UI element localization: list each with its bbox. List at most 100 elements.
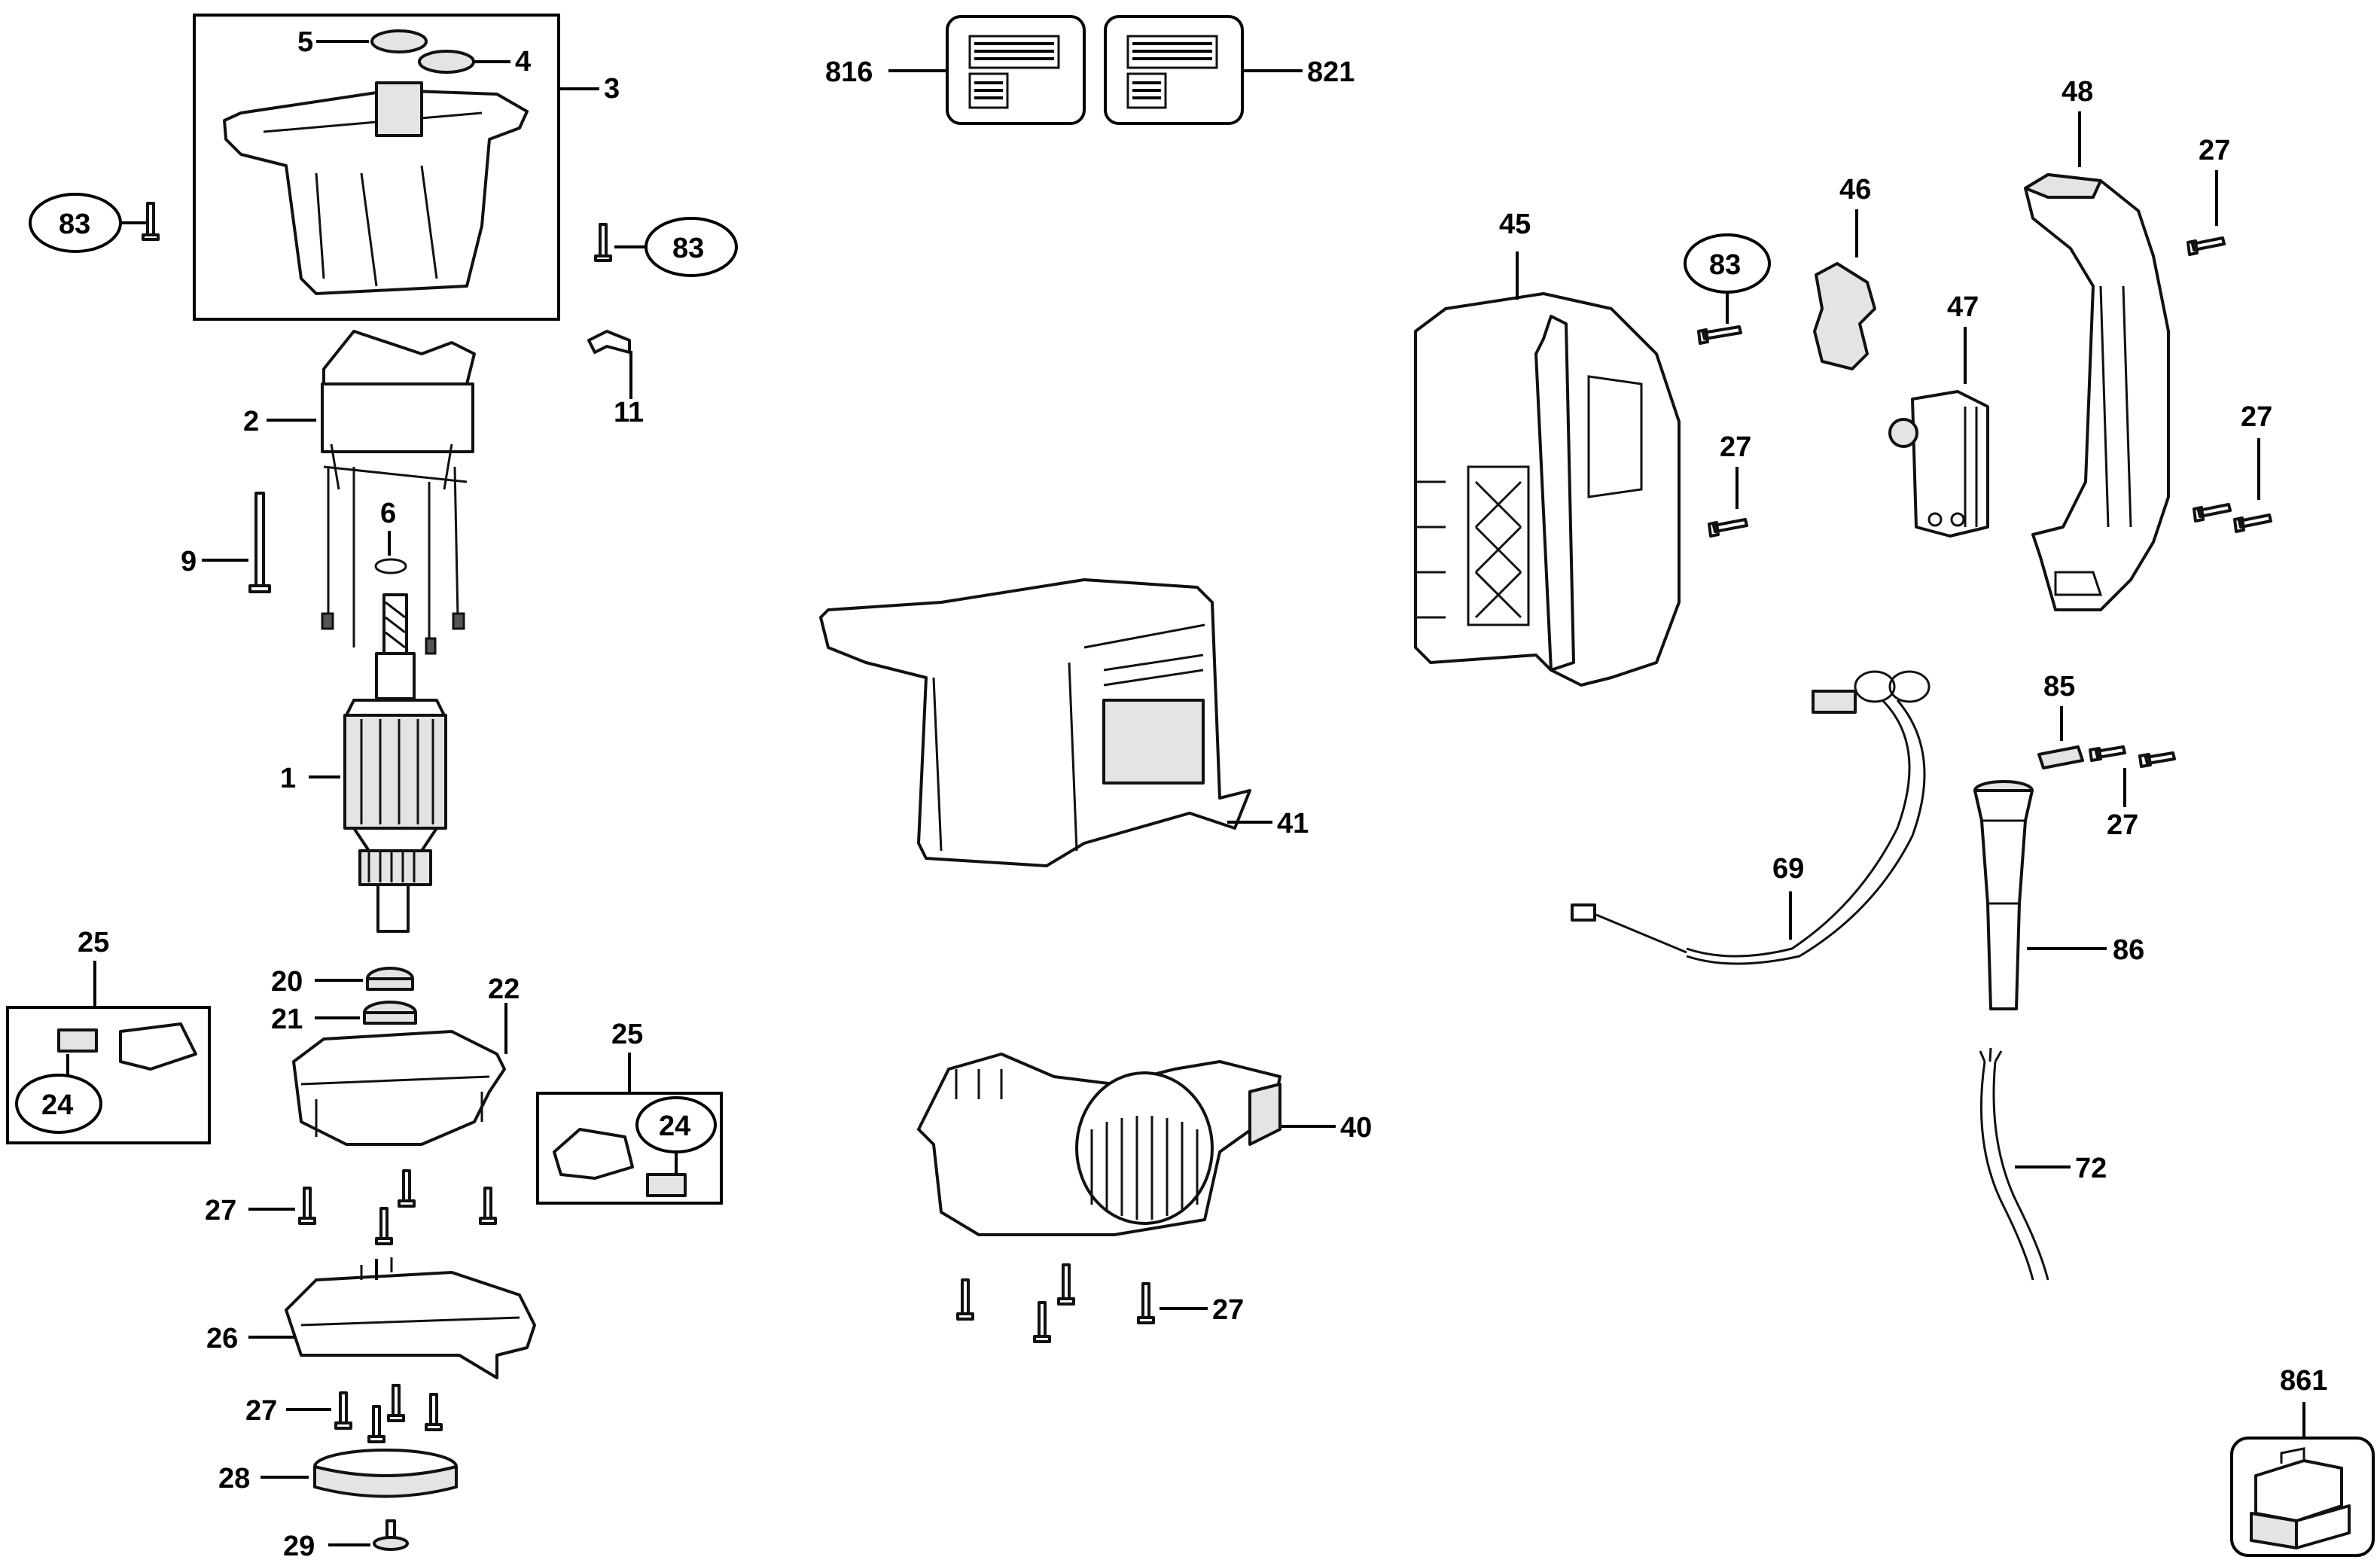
- part-1-shaft-lower: [376, 883, 410, 933]
- screw-27-r1-b: [375, 1207, 393, 1245]
- label-plate-icon-816: [946, 15, 1086, 125]
- part-6-washer-group: 6: [374, 498, 407, 574]
- part-83-screws-upper: 83 83: [29, 193, 738, 277]
- callout-25-center: 25: [611, 1019, 643, 1050]
- part-1-fan-bottom: [352, 827, 438, 852]
- part-47-group: 47: [1888, 291, 1989, 538]
- callout-85: 85: [2043, 671, 2075, 702]
- screw-27-40-d: [1137, 1282, 1155, 1324]
- part-85-clamp: [2037, 745, 2084, 769]
- callout-1: 1: [280, 763, 296, 794]
- part-24-brush-left: [57, 1028, 98, 1053]
- callout-26: 26: [206, 1323, 238, 1354]
- part-26-group: 26: [206, 1257, 536, 1379]
- screw-27-r2-b: [367, 1405, 385, 1443]
- part-27-screws-row-1: 27: [205, 1169, 497, 1245]
- callout-27-d: 27: [2199, 135, 2230, 166]
- screw-27-40-b: [1033, 1301, 1051, 1343]
- screw-83-left: [142, 202, 160, 241]
- callout-24-left: 24: [41, 1089, 73, 1121]
- callout-45: 45: [1499, 209, 1531, 240]
- screw-27-40-c: [1057, 1263, 1075, 1306]
- screw-27-right-mid: [2193, 503, 2232, 523]
- callout-41: 41: [1277, 808, 1309, 839]
- callout-6: 6: [380, 498, 396, 529]
- part-29-group: 29: [283, 1519, 409, 1560]
- screw-27-right-low: [2233, 513, 2272, 533]
- callout-9: 9: [181, 546, 197, 577]
- part-25-frame-center: [536, 1092, 723, 1205]
- part-3-boss: [375, 81, 423, 137]
- part-40-fan-window: [1075, 1071, 1214, 1225]
- callout-28: 28: [218, 1463, 250, 1494]
- callout-2: 2: [243, 406, 259, 437]
- part-85-group: 85 27: [2037, 671, 2176, 841]
- callout-27-g: 27: [1212, 1294, 1244, 1326]
- part-69-group: 69: [1571, 670, 1931, 965]
- part-41-vent: [1102, 699, 1205, 785]
- screw-83-right: [594, 223, 612, 262]
- part-41-housing-group: 41: [819, 578, 1309, 867]
- part-45-rib: [1534, 315, 1575, 672]
- screw-27-r2-d: [425, 1393, 443, 1431]
- part-46-trigger: [1813, 262, 1876, 370]
- part-1-armature-group: 1: [280, 593, 447, 933]
- part-72-group: 72: [1979, 1047, 2107, 1281]
- part-69-terminal: [1571, 903, 1596, 922]
- part-1-armature-core: [343, 714, 447, 830]
- callout-27-e: 27: [2241, 401, 2272, 433]
- part-1-shaft-upper: [375, 652, 416, 700]
- callout-22: 22: [488, 973, 520, 1005]
- screw-27-r1-d: [479, 1187, 497, 1225]
- screw-27-mid: [1708, 518, 1748, 538]
- screw-27-clamp-b: [2138, 751, 2176, 768]
- part-69-connector: [1812, 690, 1857, 714]
- part-25-holder-center: [553, 1128, 634, 1180]
- screw-83-handle: [1697, 325, 1742, 345]
- part-5-bearing: [370, 29, 428, 53]
- part-861-group: 861: [2230, 1365, 2375, 1557]
- part-861-frame: [2230, 1437, 2375, 1557]
- screw-27-r2-a: [334, 1391, 352, 1430]
- screw-27-r1-c: [398, 1169, 416, 1208]
- callout-27-b: 27: [245, 1395, 277, 1427]
- parts-20-21-22: 20 21 22: [271, 966, 520, 1146]
- part-27-screws-under-40: 27: [956, 1263, 1244, 1343]
- part-47-switch-button: [1888, 418, 1918, 448]
- part-9-screw: [248, 492, 271, 593]
- screw-27-r2-c: [387, 1384, 405, 1422]
- callout-83-handle: 83: [1709, 249, 1741, 281]
- part-40-tab: [1248, 1083, 1281, 1146]
- part-86-cord-protector: [1973, 789, 2034, 1010]
- callout-25-left: 25: [78, 927, 109, 958]
- callout-83-left: 83: [59, 209, 90, 240]
- callout-27-c: 27: [1720, 431, 1751, 463]
- screw-27-r1-a: [298, 1187, 316, 1225]
- part-27-screw-mid: 27: [1708, 431, 1751, 538]
- part-6-washer: [374, 558, 407, 574]
- part-25-frame-left: [6, 1006, 211, 1144]
- callout-861: 861: [2280, 1365, 2327, 1397]
- screw-27-40-a: [956, 1278, 974, 1321]
- callout-40: 40: [1340, 1112, 1372, 1144]
- part-4-bearing: [418, 50, 475, 74]
- screw-27-right-top: [2186, 236, 2226, 256]
- part-2-field: [321, 382, 474, 453]
- part-2-field-group: 2: [243, 330, 476, 655]
- callout-4: 4: [515, 46, 531, 78]
- part-41-motor-housing: [819, 578, 1251, 867]
- callout-5: 5: [297, 26, 313, 58]
- label-plates: 816 821: [825, 15, 1355, 125]
- callout-816: 816: [825, 56, 873, 88]
- part-3-frame: [193, 14, 560, 321]
- part-11-clip-group: 11: [587, 330, 644, 428]
- part-25-brush-kit-left: 25 24: [6, 927, 211, 1144]
- part-46-group: 46: [1813, 174, 1876, 370]
- part-3-gear-housing-group: 5 4 3: [193, 14, 620, 321]
- part-26-end-bell: [285, 1271, 536, 1379]
- callout-20: 20: [271, 966, 303, 998]
- part-3-gear-housing: [223, 89, 529, 295]
- callout-27-a: 27: [205, 1195, 236, 1226]
- part-1-fan-top: [345, 699, 446, 717]
